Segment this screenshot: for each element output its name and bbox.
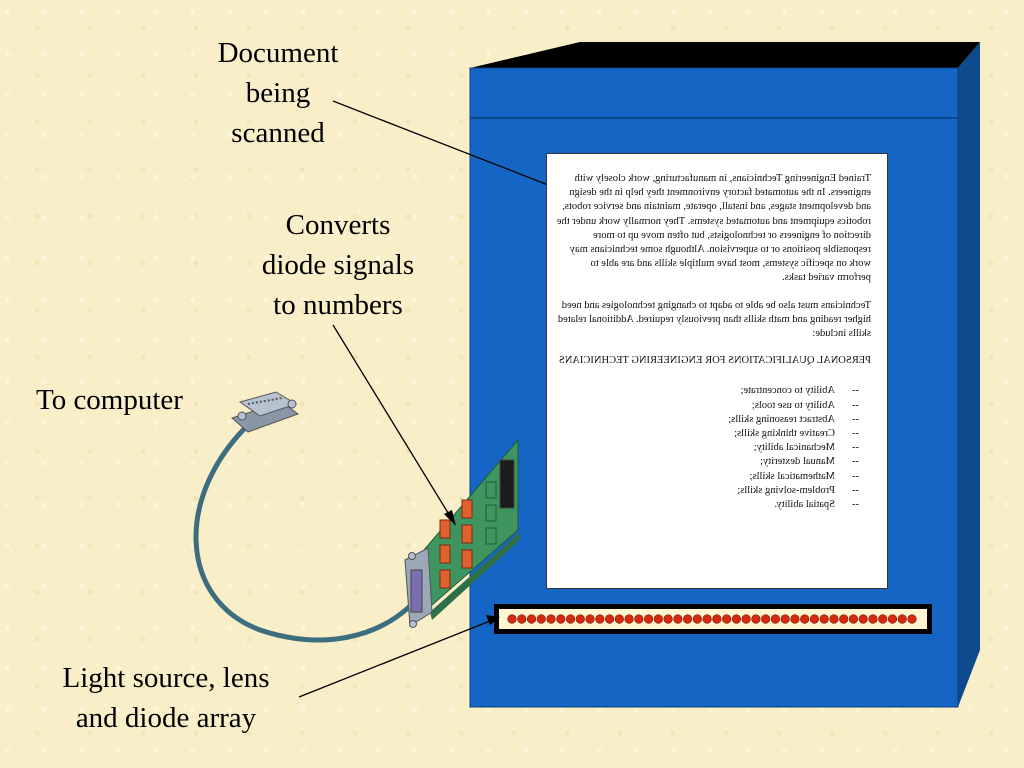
diode (575, 614, 585, 624)
diode (604, 614, 615, 624)
diode (643, 614, 654, 624)
diode (653, 614, 663, 624)
diode (692, 614, 702, 624)
card-socket (499, 459, 515, 509)
chip (439, 519, 451, 539)
diode (595, 614, 605, 624)
document-paragraph: Trained Engineering Technicians, in manu… (556, 173, 871, 284)
db-connector-screw (287, 399, 297, 409)
document-list: Ability to concentrate;Ability to use to… (555, 384, 871, 512)
pointer-light (298, 618, 496, 698)
pointer-document (332, 100, 567, 193)
label-to-computer: To computer (36, 384, 183, 416)
label-light-source-lens-diode-array: Light source, lens and diode array (62, 662, 270, 734)
document-list-item: Spatial ability. (555, 498, 871, 512)
label-document-being-scanned: Document being scanned (217, 37, 339, 149)
card-bracket-screw (408, 552, 416, 560)
diode (800, 614, 810, 624)
document-list-item: Mechanical ability; (555, 441, 871, 455)
diode (839, 614, 849, 624)
diode (761, 614, 771, 624)
diode (546, 614, 556, 624)
chip (485, 481, 497, 499)
diode (722, 614, 732, 624)
scanner-side-face (958, 42, 980, 707)
diode (585, 614, 595, 624)
diode (790, 614, 800, 624)
diode (751, 614, 761, 624)
diode (507, 614, 517, 624)
chip (461, 524, 473, 544)
diode (663, 614, 673, 624)
diode (897, 614, 907, 624)
diode (634, 614, 644, 624)
diode (624, 614, 634, 624)
diode (517, 614, 527, 624)
cable (193, 426, 420, 643)
db-connector-screw (237, 411, 247, 421)
document-list-item: Abstract reasoning skills; (555, 413, 871, 427)
document-list-item: Ability to use tools; (555, 399, 871, 413)
diode (731, 614, 741, 624)
pointer-converts (332, 324, 454, 522)
diode (683, 614, 693, 624)
diode (673, 614, 683, 624)
diode (536, 614, 546, 624)
diode (712, 614, 722, 624)
db-connector-pins (247, 397, 283, 405)
diode (907, 614, 917, 624)
arrowhead-converts (444, 510, 456, 526)
diode (565, 614, 576, 624)
db-connector (231, 391, 300, 433)
document-text: Trained Engineering Technicians, in manu… (555, 172, 871, 512)
diode (848, 614, 859, 624)
document-list-item: Problem-solving skills; (555, 484, 871, 498)
arrowhead-light (486, 615, 500, 625)
diode (770, 614, 781, 624)
document-list-item: Mathematical skills; (555, 470, 871, 484)
document-list-item: Creative thinking skills; (555, 427, 871, 441)
diode (702, 614, 712, 624)
card-bracket-screw (409, 620, 417, 628)
diode (878, 614, 888, 624)
chip (461, 549, 473, 569)
scanned-document: Trained Engineering Technicians, in manu… (546, 153, 888, 589)
chip (485, 527, 497, 545)
diode (526, 614, 537, 624)
diode-array (494, 604, 932, 634)
diode (741, 614, 751, 624)
chip (485, 504, 497, 522)
diode (556, 614, 566, 624)
chip (461, 499, 473, 519)
diode (858, 614, 868, 624)
diode (868, 614, 878, 624)
document-paragraph: Technicians must also be able to adapt t… (557, 299, 871, 340)
document-heading: PERSONAL QUALIFICATIONS FOR ENGINEERING … (558, 355, 871, 367)
document-list-item: Ability to concentrate; (555, 384, 871, 398)
diode (809, 614, 820, 624)
diode (614, 614, 624, 624)
diode (887, 614, 898, 624)
chip (439, 544, 451, 564)
diode (819, 614, 829, 624)
diode (829, 614, 839, 624)
chip (439, 569, 451, 589)
interface-card (404, 438, 520, 628)
card-port (410, 569, 423, 613)
diode-dots (507, 614, 917, 624)
scanner-top-face (470, 42, 980, 68)
label-converts-diode-signals: Converts diode signals to numbers (261, 209, 415, 321)
document-list-item: Manual dexterity; (555, 455, 871, 469)
diode (780, 614, 790, 624)
card-edge (430, 532, 520, 620)
